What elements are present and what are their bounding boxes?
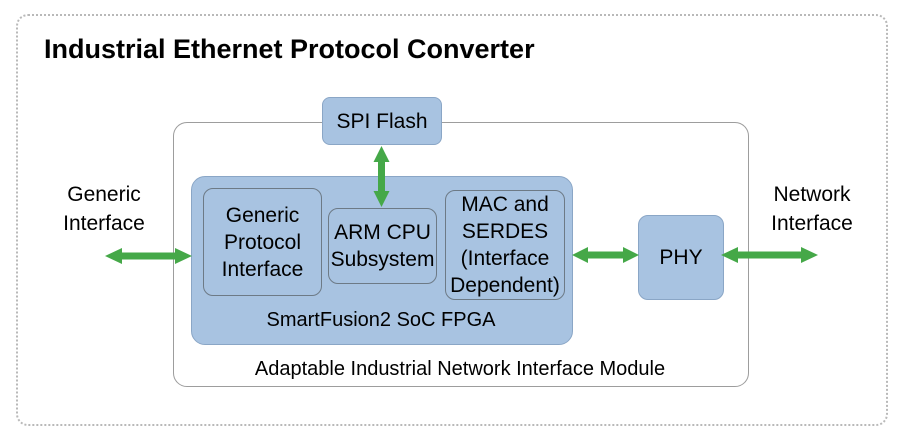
network-interface-label: Network Interface: [747, 180, 877, 238]
spi-flash-block: SPI Flash: [322, 97, 442, 145]
diagram-title: Industrial Ethernet Protocol Converter: [44, 34, 535, 64]
generic-interface-line1: Generic: [67, 183, 141, 206]
phy-label: PHY: [659, 246, 703, 269]
outer-dotted-border: [16, 14, 888, 426]
spi-flash-label: SPI Flash: [336, 109, 428, 133]
spi-to-fpga-arrow-icon: [373, 146, 390, 207]
gpi-label-line1: Generic: [225, 203, 300, 227]
arm-label-line2: Subsystem: [330, 248, 435, 271]
module-caption: Adaptable Industrial Network Interface M…: [254, 358, 666, 380]
mac-serdes-block: MAC and SERDES (Interface Dependent): [445, 190, 565, 300]
fpga-caption: SmartFusion2 SoC FPGA: [266, 309, 496, 331]
mac-label-line2: SERDES: [461, 220, 549, 243]
network-interface-line2: Interface: [771, 212, 853, 235]
phy-block: PHY: [638, 215, 724, 300]
arm-cpu-subsystem-block: ARM CPU Subsystem: [328, 208, 437, 284]
phy-to-network-arrow-icon: [721, 247, 818, 263]
mac-label-line4: Dependent): [450, 274, 560, 297]
generic-interface-line2: Interface: [63, 212, 145, 235]
gpi-label-line3: Interface: [221, 257, 304, 281]
generic-interface-label: Generic Interface: [39, 180, 169, 238]
fpga-to-phy-arrow-icon: [572, 247, 639, 263]
generic-protocol-interface-block: Generic Protocol Interface: [203, 188, 322, 296]
mac-label-line3: (Interface: [460, 247, 550, 270]
generic-to-fpga-arrow-icon: [105, 248, 192, 264]
arm-label-line1: ARM CPU: [334, 221, 431, 244]
network-interface-line1: Network: [773, 183, 851, 206]
mac-label-line1: MAC and: [461, 193, 549, 216]
gpi-label-line2: Protocol: [223, 230, 302, 254]
